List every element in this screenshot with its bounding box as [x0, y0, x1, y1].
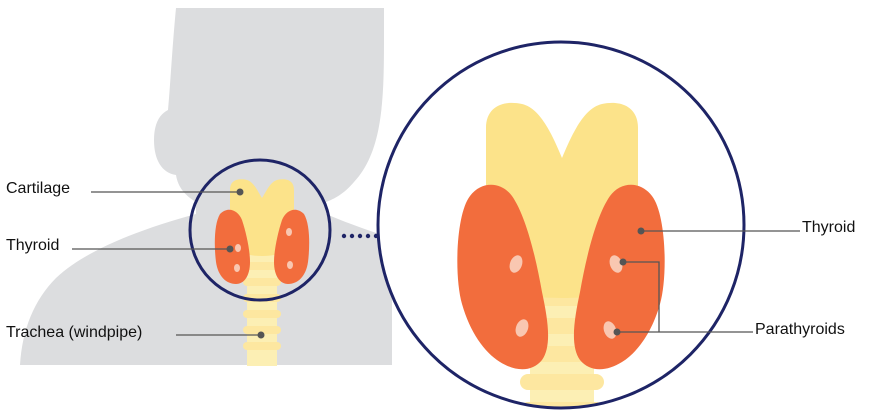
label-thyroid-right: Thyroid — [802, 219, 855, 236]
label-parathyroids: Parathyroids — [755, 321, 845, 338]
label-trachea: Trachea (windpipe) — [6, 324, 142, 341]
label-cartilage: Cartilage — [6, 180, 70, 197]
label-thyroid-left: Thyroid — [6, 237, 59, 254]
